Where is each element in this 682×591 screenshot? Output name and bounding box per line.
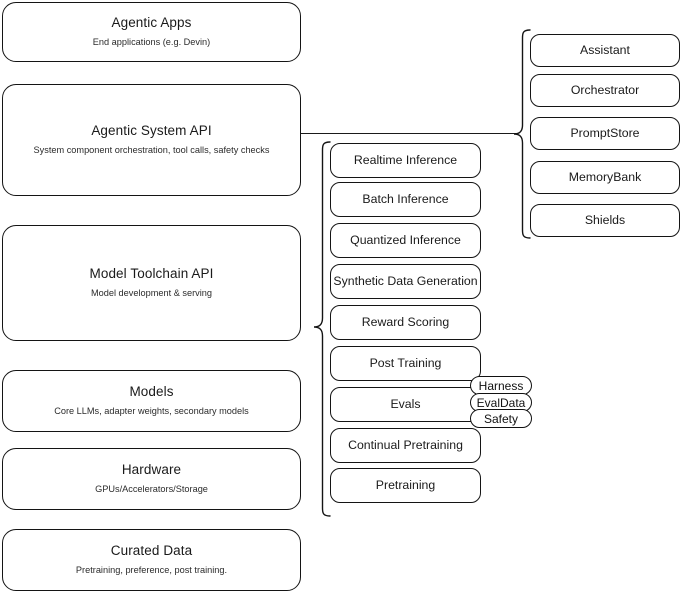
stack-layer-subtitle: Core LLMs, adapter weights, secondary mo…: [54, 406, 249, 417]
eval-badge-evaldata[interactable]: EvalData: [470, 393, 532, 412]
toolchain-component-reward-scoring[interactable]: Reward Scoring: [330, 305, 481, 340]
agentic-component-promptstore[interactable]: PromptStore: [530, 117, 680, 150]
component-label: Orchestrator: [570, 82, 640, 97]
stack-layer-models[interactable]: Models Core LLMs, adapter weights, secon…: [2, 370, 301, 432]
stack-layer-curated-data[interactable]: Curated Data Pretraining, preference, po…: [2, 529, 301, 591]
toolchain-component-post-training[interactable]: Post Training: [330, 346, 481, 381]
toolchain-component-realtime-inference[interactable]: Realtime Inference: [330, 143, 481, 178]
stack-layer-subtitle: Pretraining, preference, post training.: [75, 565, 228, 576]
stack-layer-title: Agentic Apps: [111, 15, 192, 31]
component-label: Continual Pretraining: [348, 437, 463, 452]
component-label: Quantized Inference: [350, 232, 461, 247]
component-label: PromptStore: [570, 125, 640, 140]
stack-layer-title: Agentic System API: [91, 123, 212, 139]
agentic-component-shields[interactable]: Shields: [530, 204, 680, 237]
eval-badge-safety[interactable]: Safety: [470, 409, 532, 428]
component-label: Post Training: [369, 355, 442, 370]
stack-layer-title: Model Toolchain API: [89, 266, 214, 282]
badge-label: Safety: [483, 411, 519, 426]
toolchain-components-brace: [312, 140, 332, 518]
component-label: Batch Inference: [362, 191, 449, 206]
component-label: MemoryBank: [568, 169, 642, 184]
stack-layer-hardware[interactable]: Hardware GPUs/Accelerators/Storage: [2, 448, 301, 510]
stack-layer-subtitle: End applications (e.g. Devin): [92, 37, 211, 48]
stack-layer-agentic-system-api[interactable]: Agentic System API System component orch…: [2, 84, 301, 196]
component-label: Synthetic Data Generation: [333, 273, 478, 288]
stack-layer-subtitle: GPUs/Accelerators/Storage: [95, 484, 208, 495]
stack-layer-subtitle: Model development & serving: [90, 288, 213, 299]
stack-layer-subtitle: System component orchestration, tool cal…: [33, 145, 270, 156]
stack-layer-model-toolchain-api[interactable]: Model Toolchain API Model development & …: [2, 225, 301, 341]
agentic-component-assistant[interactable]: Assistant: [530, 34, 680, 67]
toolchain-component-evals[interactable]: Evals: [330, 387, 481, 422]
component-label: Shields: [584, 212, 626, 227]
stack-layer-title: Models: [129, 384, 174, 400]
toolchain-component-batch-inference[interactable]: Batch Inference: [330, 182, 481, 217]
component-label: Evals: [390, 396, 421, 411]
agentic-component-memorybank[interactable]: MemoryBank: [530, 161, 680, 194]
agentic-component-orchestrator[interactable]: Orchestrator: [530, 74, 680, 107]
component-label: Assistant: [580, 42, 630, 57]
agentic-components-brace: [512, 28, 532, 240]
toolchain-component-continual-pretraining[interactable]: Continual Pretraining: [330, 428, 481, 463]
badge-label: Harness: [478, 378, 524, 393]
stack-layer-agentic-apps[interactable]: Agentic Apps End applications (e.g. Devi…: [2, 2, 301, 62]
component-label: Realtime Inference: [353, 152, 458, 167]
badge-label: EvalData: [476, 395, 526, 410]
agentic-system-connector-line: [301, 133, 516, 135]
toolchain-component-synthetic-data-generation[interactable]: Synthetic Data Generation: [330, 264, 481, 299]
stack-layer-title: Curated Data: [110, 543, 193, 559]
component-label: Reward Scoring: [361, 314, 450, 329]
component-label: Pretraining: [375, 477, 436, 492]
toolchain-component-quantized-inference[interactable]: Quantized Inference: [330, 223, 481, 258]
stack-layer-title: Hardware: [121, 462, 182, 478]
toolchain-component-pretraining[interactable]: Pretraining: [330, 468, 481, 503]
